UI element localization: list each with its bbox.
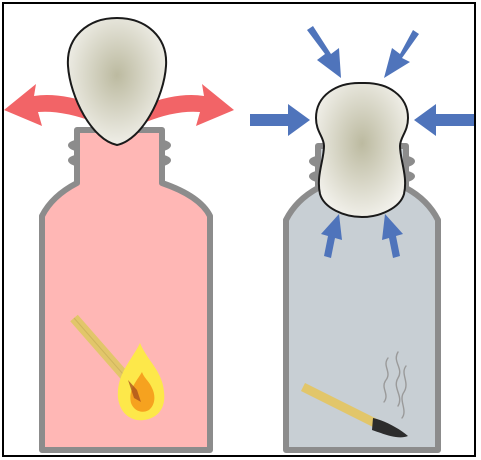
left-panel-heated	[4, 18, 234, 450]
arrow-in-top-right	[384, 30, 419, 78]
right-panel-cooled	[250, 26, 474, 450]
right-egg	[316, 83, 408, 217]
arrow-in-top-left	[307, 26, 341, 78]
left-egg	[68, 18, 166, 145]
arrow-in-right	[414, 104, 474, 136]
arrow-in-left	[250, 104, 310, 136]
